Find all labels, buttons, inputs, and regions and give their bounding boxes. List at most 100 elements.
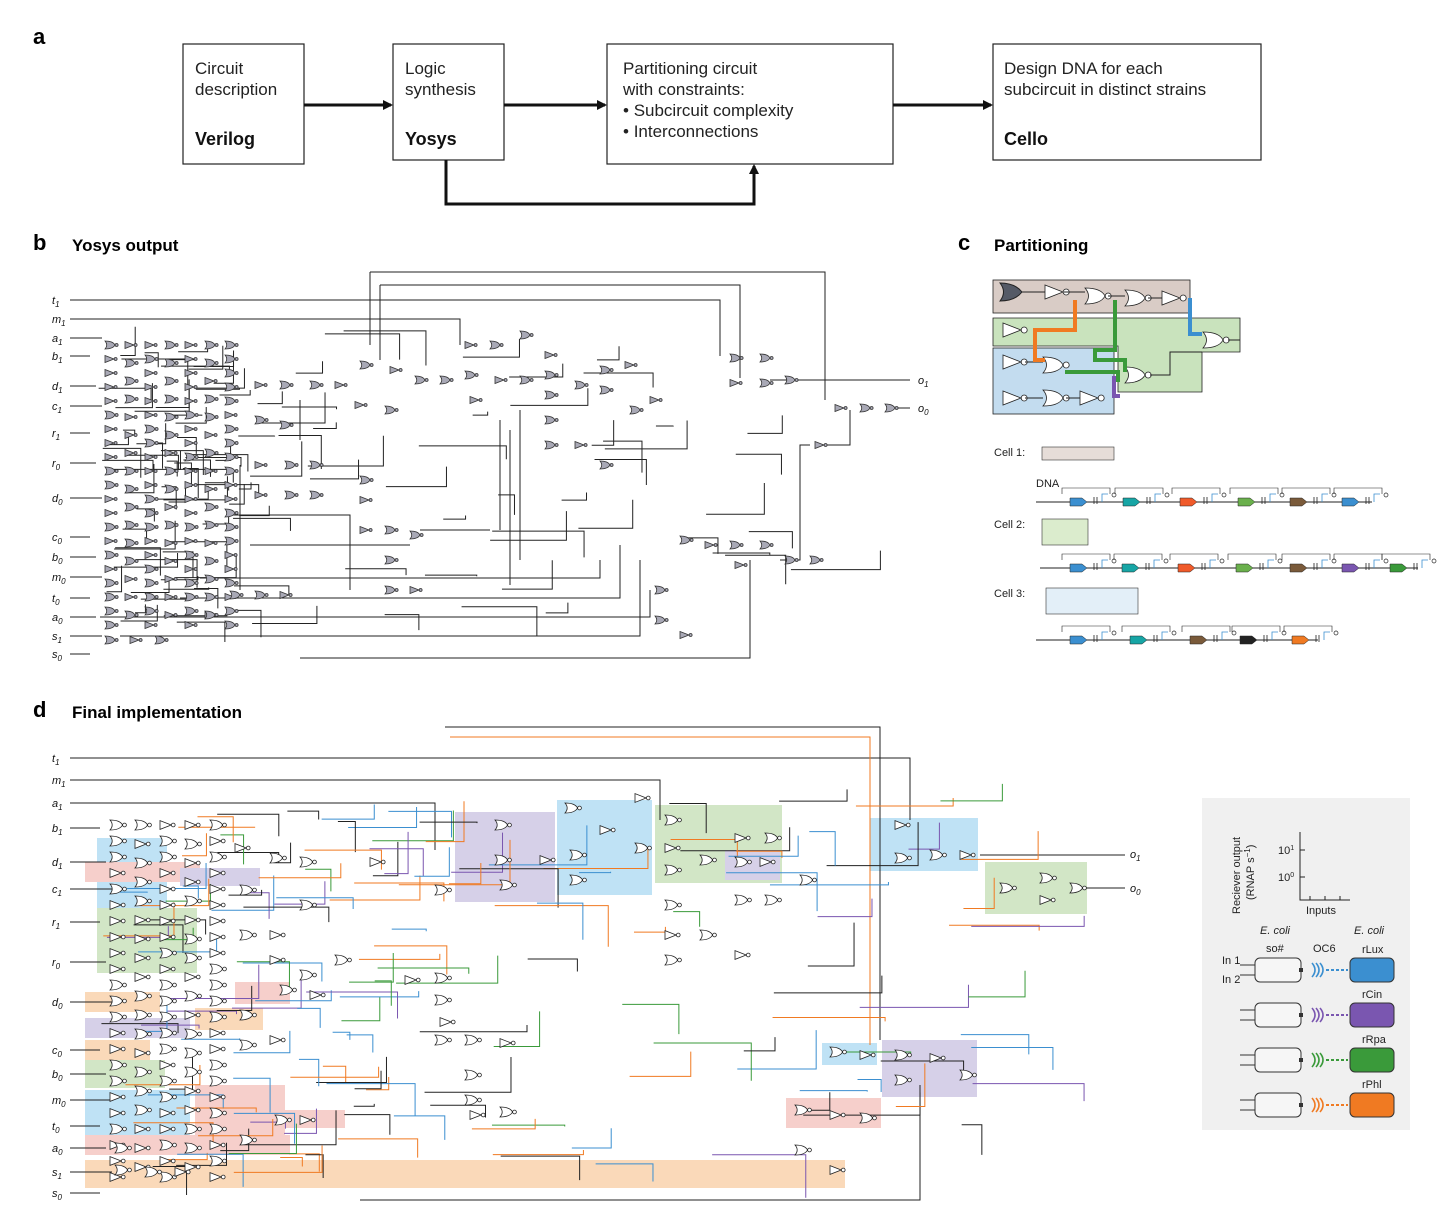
gate-bubble [512, 1109, 517, 1115]
nor-gate [334, 954, 348, 966]
gate-bubble [234, 609, 239, 613]
not-gate [184, 972, 198, 982]
not-gate [409, 585, 421, 595]
input-label: d1 [52, 857, 63, 871]
nor-gate [109, 1075, 123, 1087]
wire [130, 576, 170, 594]
gate-bubble [195, 1107, 201, 1113]
box-line: with constraints: [622, 80, 745, 99]
gate-bubble [424, 378, 429, 382]
label-base: d [52, 493, 59, 505]
gate-bubble [164, 638, 169, 642]
wire [595, 1163, 654, 1182]
wire [445, 726, 881, 1040]
not-gate [184, 368, 196, 378]
nor-gate [124, 502, 136, 512]
gate-bubble [197, 1031, 202, 1037]
gate-bubble [633, 363, 638, 367]
wire [459, 868, 559, 908]
gate-bubble [214, 415, 219, 419]
wire [500, 1155, 581, 1181]
gate-bubble [193, 511, 198, 515]
box-line: subcircuit in distinct strains [1004, 80, 1206, 99]
wire [246, 892, 270, 919]
wire [579, 871, 612, 874]
gate-bubble [222, 822, 227, 828]
implementation-output-o1: o1 [1130, 849, 1141, 863]
gate-bubble [197, 993, 202, 999]
wire [276, 897, 354, 909]
label-sub: 1 [55, 758, 59, 767]
gate-bubble [172, 1014, 177, 1020]
gate-bubble [134, 505, 139, 509]
gate-bubble [658, 398, 663, 402]
yosys-output-o1: o1 [918, 375, 929, 389]
gate-bubble [122, 1062, 127, 1068]
gate-bubble [120, 1174, 126, 1180]
gate-bubble [153, 623, 158, 627]
gate-bubble [193, 371, 198, 375]
nor-gate [414, 375, 426, 385]
wire [243, 906, 330, 923]
label-sub: 1 [58, 356, 62, 365]
not-gate [829, 1165, 843, 1175]
gate-bubble [222, 1062, 227, 1068]
input-label: t0 [52, 1121, 60, 1135]
gate-bubble [170, 870, 176, 876]
nor-gate [894, 1049, 908, 1061]
box-line: Partitioning circuit [623, 59, 757, 78]
gate-bubble [380, 859, 386, 865]
promoter [1211, 493, 1218, 502]
nor-gate [109, 1011, 123, 1023]
gate-bubble [347, 957, 352, 963]
gate-bubble [610, 827, 616, 833]
wire [135, 559, 198, 588]
dna-label: DNA [1036, 478, 1060, 490]
gate-bubble [185, 1169, 191, 1175]
gate-bubble [174, 469, 179, 473]
wire [653, 1042, 752, 1081]
gene-arrow [1177, 563, 1196, 573]
gene-arrow [1122, 497, 1141, 507]
wire [393, 1115, 446, 1140]
gate-bubble [145, 936, 151, 942]
signal-wave [1319, 1052, 1324, 1068]
label-base: s [52, 649, 58, 661]
nor-gate [124, 358, 136, 368]
nor-gate [184, 606, 196, 616]
gate-bubble [153, 413, 158, 417]
wire [961, 831, 1039, 860]
label-base: t [52, 1121, 56, 1133]
nor-gate [734, 894, 748, 906]
receiver-cell-rLux [1349, 957, 1395, 983]
input-label: a0 [52, 1143, 63, 1157]
gate-bubble [264, 593, 269, 597]
nor-gate [664, 899, 678, 911]
gate-bubble [263, 383, 268, 387]
gate-bubble [222, 1126, 227, 1132]
legend-sender-org: E. coli [1260, 925, 1291, 937]
ribozyme [1171, 630, 1177, 636]
gate-bubble [745, 952, 751, 958]
gate-bubble [193, 441, 198, 445]
not-gate [894, 820, 908, 830]
not-gate [649, 395, 661, 405]
nor-gate [184, 522, 196, 532]
gate-bubble [114, 595, 119, 599]
nor-gate [104, 550, 116, 560]
gate-bubble [739, 356, 744, 360]
nor-gate [159, 995, 173, 1007]
nor-gate [159, 1171, 173, 1183]
gate-bubble [942, 852, 947, 858]
input-label: s0 [52, 649, 63, 663]
label-base: d [52, 997, 59, 1009]
not-gate [174, 1167, 188, 1177]
gate-bubble [193, 385, 198, 389]
gate-bubble [194, 525, 199, 529]
gate-bubble [214, 595, 219, 599]
box-tool: Yosys [405, 129, 457, 149]
nor-gate [164, 430, 176, 440]
gene-arrow [1341, 497, 1360, 507]
